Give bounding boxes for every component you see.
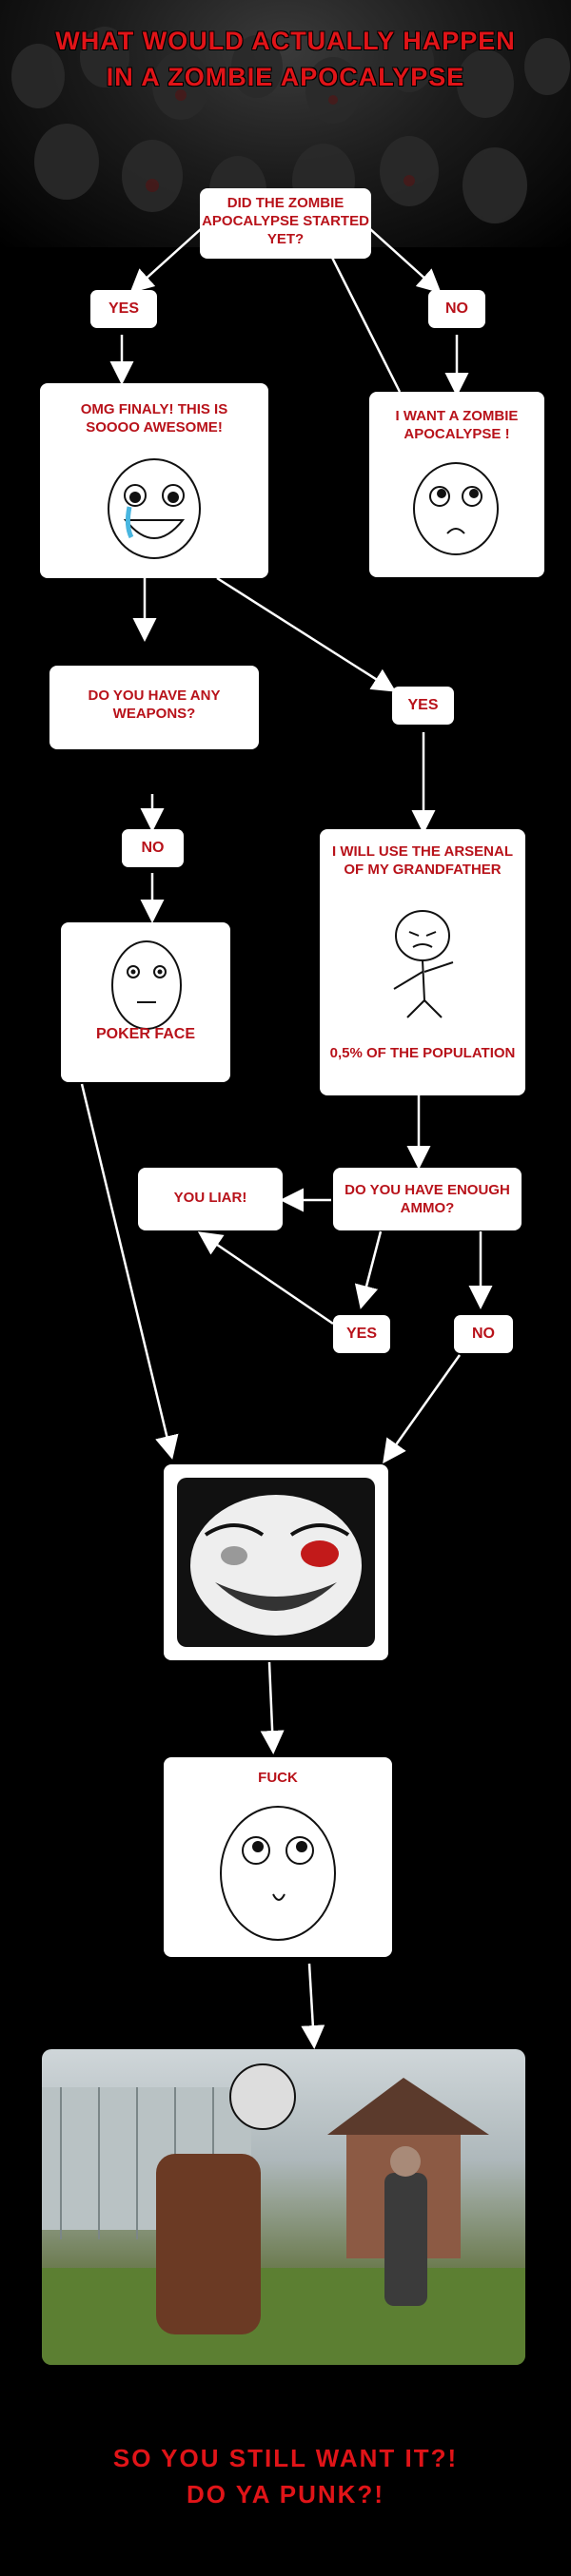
node-no-3: NO (454, 1315, 513, 1353)
zombie-chase-photo (42, 2049, 525, 2365)
chase-scene-illustration (42, 2063, 525, 2365)
footer-line-2: DO YA PUNK?! (187, 2480, 384, 2508)
node-want: I WANT A ZOMBIE APOCALYPSE ! (369, 392, 544, 577)
rage-face-icon (177, 1478, 375, 1647)
title-line-2: IN A ZOMBIE APOCALYPSE (106, 63, 465, 91)
worried-face-icon (220, 1806, 336, 1941)
node-no-2: NO (122, 829, 184, 867)
node-liar: YOU LIAR! (138, 1168, 283, 1230)
determined-stickman-icon (393, 910, 454, 1018)
poker-face-icon (111, 940, 182, 1030)
happy-crying-face-icon (108, 458, 201, 559)
node-yes-1: YES (90, 290, 157, 328)
title-line-1: WHAT WOULD ACTUALLY HAPPEN (55, 27, 516, 55)
node-poker-face: POKER FACE (61, 922, 230, 1082)
node-fuck: FUCK (164, 1757, 392, 1957)
node-weapons: DO YOU HAVE ANY WEAPONS? (49, 666, 259, 749)
node-omg: OMG FINALY! THIS IS SOOOO AWESOME! (40, 383, 268, 578)
footer-line-1: SO YOU STILL WANT IT?! (112, 2444, 459, 2472)
node-yes-3: YES (333, 1315, 390, 1353)
arsenal-population-label: 0,5% OF THE POPULATION (329, 1045, 516, 1061)
hopeful-face-icon (413, 462, 499, 555)
node-arsenal: I WILL USE THE ARSENAL OF MY GRANDFATHER… (320, 829, 525, 1095)
node-ammo: DO YOU HAVE ENOUGH AMMO? (333, 1168, 522, 1230)
node-no-1: NO (428, 290, 485, 328)
node-rage (164, 1464, 388, 1660)
poker-face-label: POKER FACE (95, 1026, 195, 1042)
node-yes-2: YES (392, 687, 454, 725)
node-start: DID THE ZOMBIE APOCALYPSE STARTED YET? (200, 188, 371, 259)
